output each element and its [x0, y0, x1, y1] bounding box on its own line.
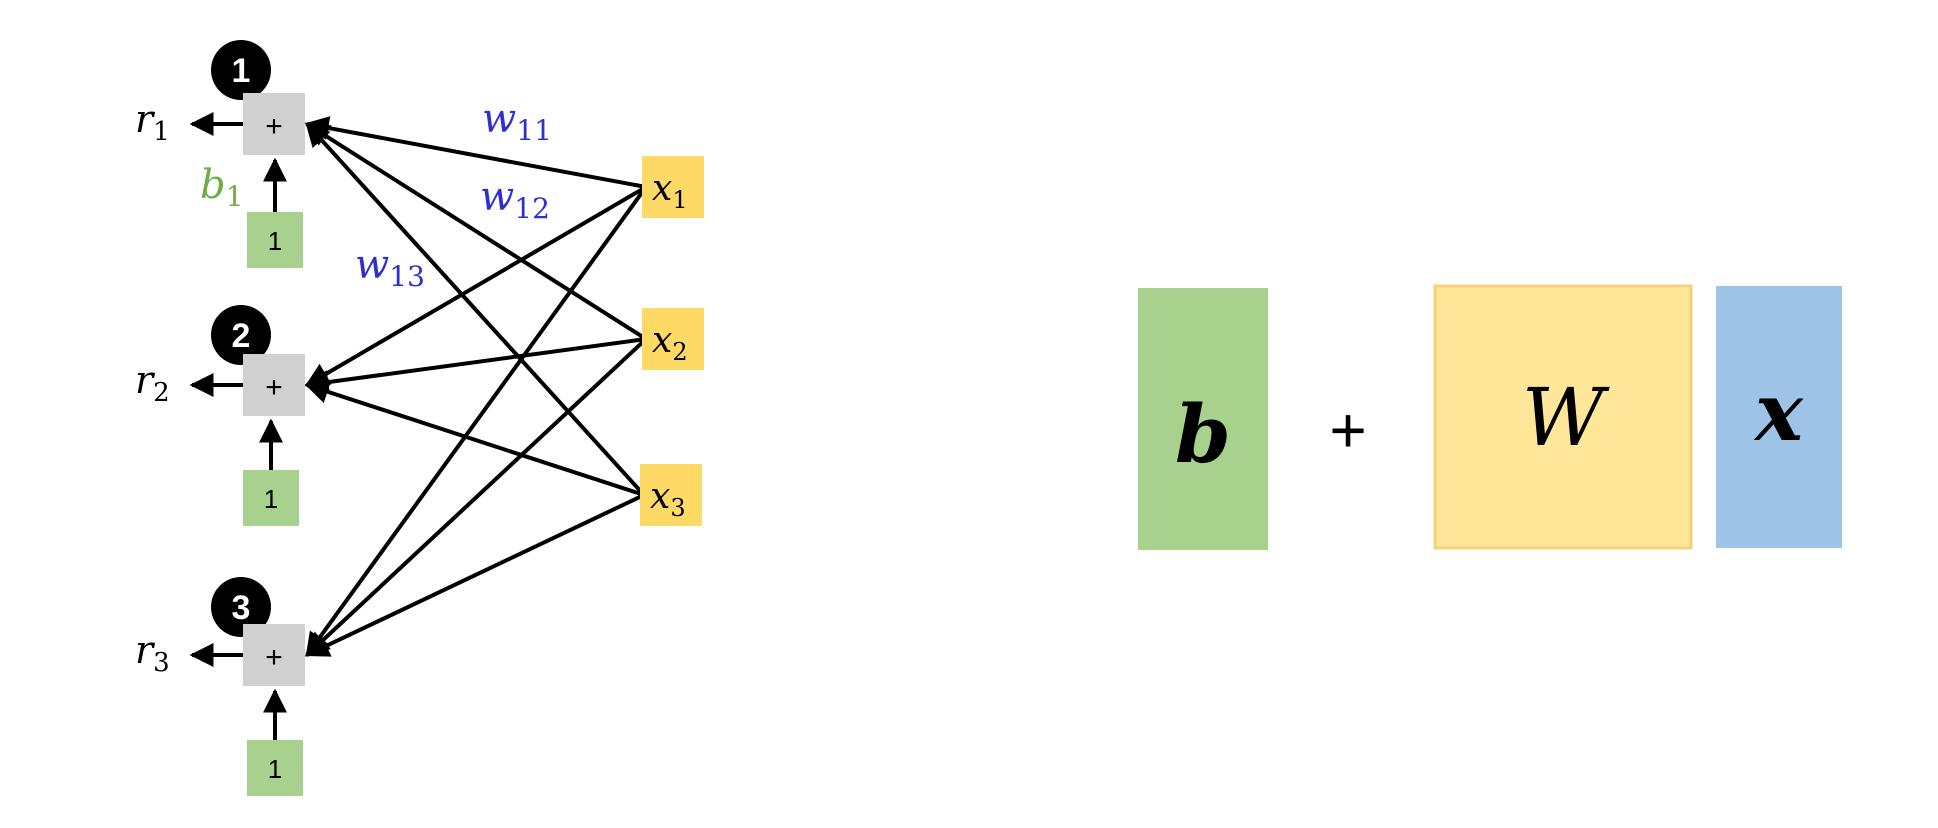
edge-x2-to-sum3 [305, 337, 648, 657]
edge-x3-to-sum1 [305, 122, 646, 497]
sum-node [243, 354, 305, 416]
weight-matrix-label: W [1522, 371, 1610, 464]
weight-label-w11: w11 [482, 96, 552, 147]
neuron-group: 1 + r1 1 2 + r2 1 3 + r3 [135, 40, 305, 796]
plus-sign: + [1329, 394, 1366, 466]
input-vector-box [1716, 286, 1842, 548]
bias-vector-label: b [1175, 387, 1231, 481]
bias-input-label: 1 [268, 226, 282, 256]
sum-symbol: + [265, 641, 283, 674]
edge-x3-to-sum3 [304, 493, 645, 657]
input-vector-label: x [1753, 365, 1804, 459]
input-box-x1 [642, 156, 704, 218]
bias-input-box [243, 470, 299, 526]
output-label: r1 [135, 97, 170, 147]
weight-labels: w11 w12 w13 [355, 96, 552, 293]
input-label-x1: x1 [652, 168, 688, 214]
bias-input-label: 1 [264, 484, 278, 514]
edge-x2-to-sum2 [304, 337, 647, 394]
edge-x1-to-sum3 [305, 185, 648, 657]
output-label: r2 [135, 358, 170, 408]
input-box-x2 [642, 308, 704, 370]
neuron-index-circle [211, 40, 271, 100]
bias-input-label: 1 [268, 754, 282, 784]
neuron-index-circle [211, 577, 271, 637]
neuron-index-label: 1 [232, 52, 251, 90]
weight-connections [304, 116, 648, 657]
weight-label-w13: w13 [355, 242, 425, 293]
neuron-index-label: 2 [232, 317, 251, 355]
input-box-x3 [640, 464, 702, 526]
output-label: r3 [135, 628, 170, 678]
edge-x2-to-sum1 [304, 122, 648, 341]
bias-input-box [247, 212, 303, 268]
input-label-x3: x3 [650, 476, 686, 522]
weight-label-w12: w12 [480, 174, 550, 225]
sum-node [243, 624, 305, 686]
matrix-equation: b + W x [1138, 284, 1842, 550]
sum-symbol: + [265, 371, 283, 404]
sum-node [243, 93, 305, 155]
input-label-x2: x2 [652, 320, 688, 366]
neuron-index-label: 3 [232, 589, 251, 627]
edge-x1-to-sum2 [304, 185, 648, 387]
edge-x1-to-sum1 [304, 116, 647, 189]
edge-x3-to-sum2 [304, 380, 645, 497]
neuron-3: 3 + r3 1 [135, 577, 305, 796]
input-group: x1 x2 x3 [640, 156, 704, 526]
sum-symbol: + [265, 110, 283, 143]
weight-matrix-box [1433, 284, 1693, 550]
bias-label: b1 [200, 162, 243, 213]
bias-input-box [247, 740, 303, 796]
bias-vector-box [1138, 288, 1268, 550]
neuron-2: 2 + r2 1 [135, 305, 305, 526]
neuron-index-circle [211, 305, 271, 365]
neuron-1: 1 + r1 1 [135, 40, 305, 268]
